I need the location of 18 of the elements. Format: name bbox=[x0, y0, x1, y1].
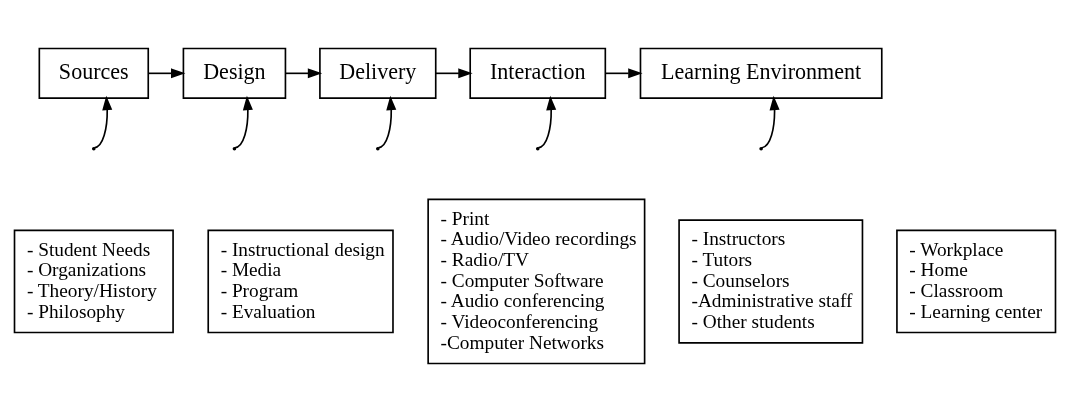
arrow bbox=[760, 95, 780, 149]
arrow bbox=[435, 68, 473, 79]
node-box: Sources bbox=[38, 47, 150, 99]
arrow bbox=[147, 68, 186, 79]
node-box: - Student Needs - Organizations - Theory/History - Philosophy bbox=[13, 229, 174, 334]
node-box: - Workplace - Home - Classroom - Learning center bbox=[896, 229, 1057, 334]
arrow bbox=[537, 95, 557, 149]
node-box: Design bbox=[182, 47, 287, 99]
node-box: - Instructors - Tutors - Counselors -Administrative staff - Other students bbox=[678, 219, 864, 344]
node-box: Delivery bbox=[319, 47, 437, 99]
arrow bbox=[234, 95, 253, 149]
node-box: Learning Environment bbox=[639, 47, 883, 99]
arrow bbox=[377, 95, 397, 149]
arrow bbox=[285, 68, 323, 79]
node-box: - Print - Audio/Video recordings - Radio/TV - Computer Software - Audio conferencing - Videoconferencing -Computer Networks bbox=[427, 198, 646, 365]
node-box: - Instructional design - Media - Program - Evaluation bbox=[207, 229, 394, 334]
arrow bbox=[604, 68, 643, 79]
node-box: Interaction bbox=[469, 47, 607, 99]
